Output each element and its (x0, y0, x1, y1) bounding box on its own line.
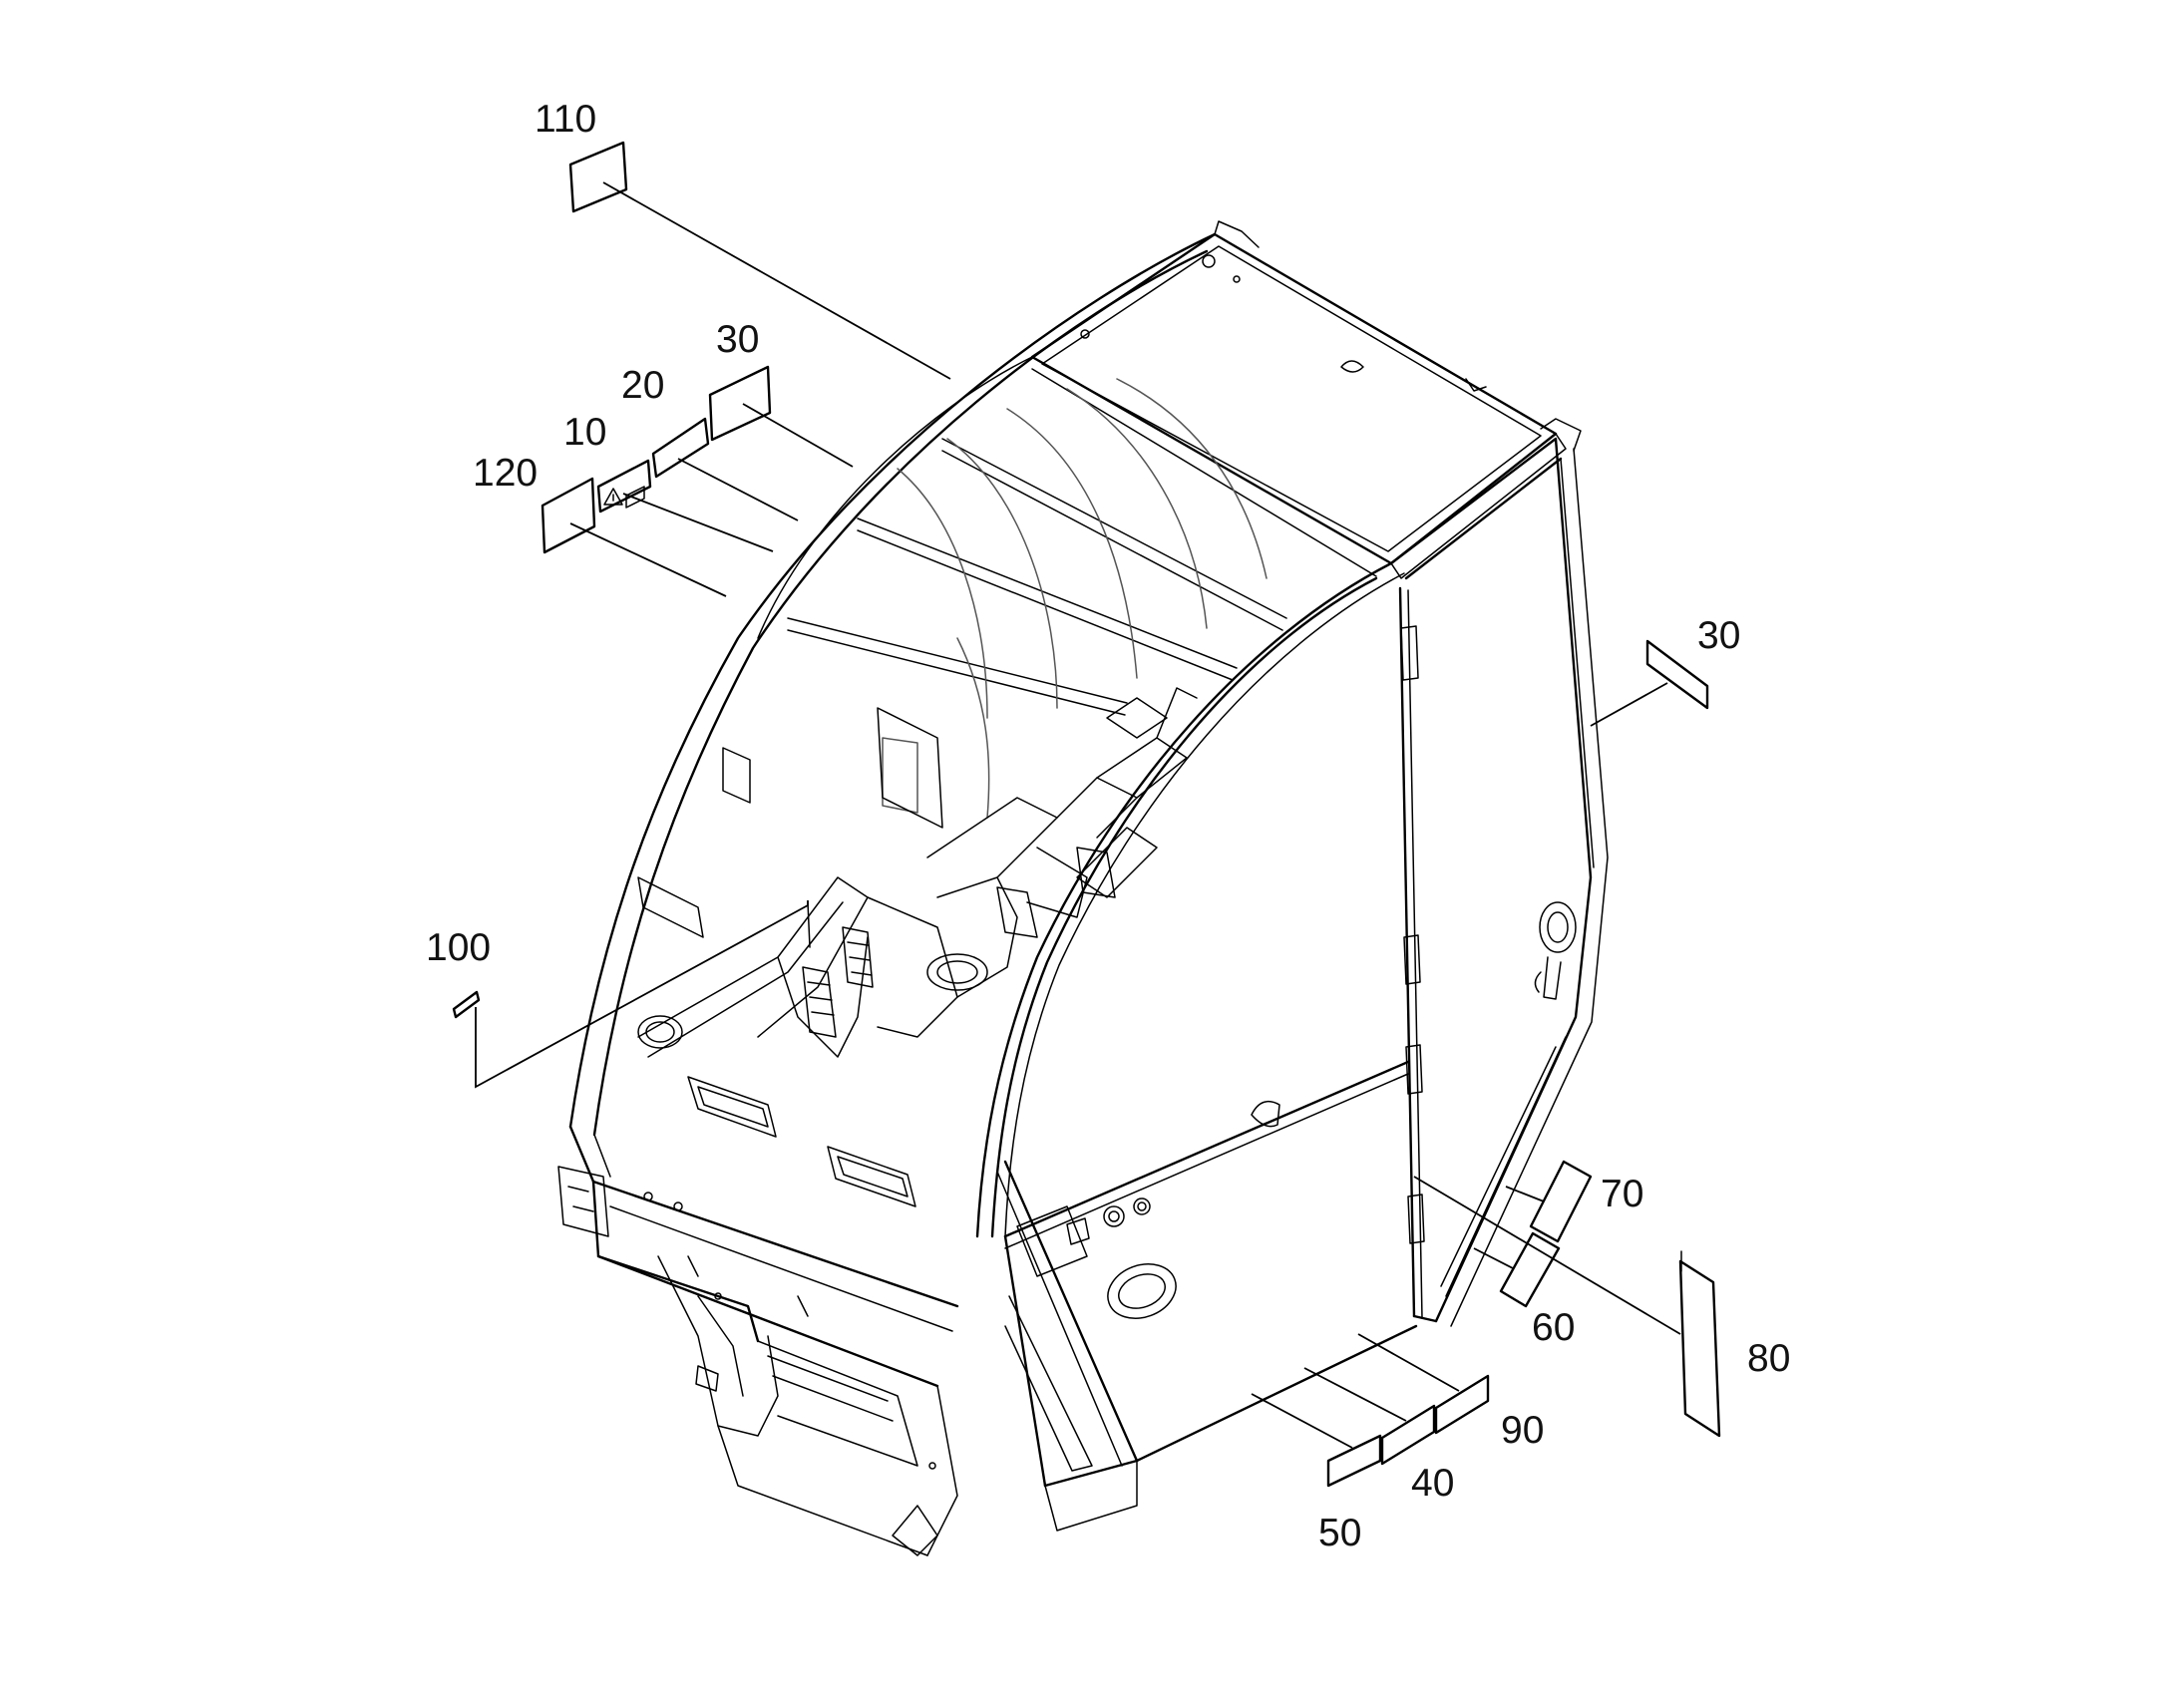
decal-40 (1380, 1404, 1436, 1466)
decal-10 (596, 459, 652, 513)
cab-side-door (1389, 437, 1609, 1327)
decal-100 (452, 990, 481, 1019)
decal-90 (1434, 1374, 1490, 1435)
callout-120: 120 (473, 452, 538, 495)
decal-20 (651, 417, 710, 479)
decal-30-top (708, 365, 772, 442)
cab-roof (1030, 220, 1582, 579)
callout-30-side: 30 (1697, 614, 1740, 657)
callout-30-top: 30 (716, 318, 759, 361)
cab-front-lower (557, 1015, 959, 1556)
decals (452, 141, 1721, 1488)
callout-10: 10 (563, 411, 606, 454)
decal-30-side (1645, 639, 1709, 710)
cab-windscreen-frame (568, 232, 1405, 1238)
leader-lines (475, 181, 1681, 1449)
cab-drawing (557, 220, 1609, 1556)
decal-80 (1678, 1259, 1721, 1438)
cab-roof-ribs (787, 368, 1377, 819)
callout-100: 100 (426, 926, 491, 969)
callout-50: 50 (1318, 1512, 1361, 1554)
decal-110 (568, 141, 628, 213)
decal-70 (1529, 1160, 1593, 1243)
decal-120 (541, 477, 596, 554)
cab-interior (637, 687, 1198, 1058)
callout-70: 70 (1601, 1173, 1643, 1215)
callout-90: 90 (1501, 1409, 1544, 1452)
callout-60: 60 (1532, 1306, 1575, 1349)
callout-20: 20 (621, 364, 664, 407)
decal-50 (1326, 1434, 1382, 1488)
callout-40: 40 (1411, 1462, 1454, 1505)
decal-10-warning-icon (603, 486, 645, 509)
callout-labels: 110 30 20 10 120 30 100 70 60 80 90 40 5… (426, 98, 1790, 1554)
callout-80: 80 (1747, 1337, 1790, 1380)
callout-110: 110 (535, 98, 596, 141)
cab-lower-side-panel (996, 1060, 1418, 1532)
decal-60 (1499, 1231, 1561, 1308)
